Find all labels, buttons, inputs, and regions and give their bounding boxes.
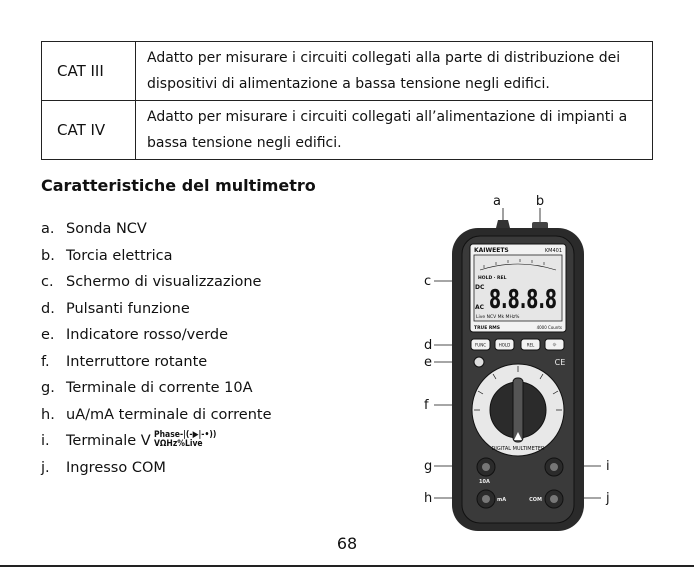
item-letter: j. [41, 459, 50, 476]
description-cell: Adatto per misurare i circuiti collegati… [135, 41, 653, 101]
hold-button [494, 338, 515, 351]
hold-button-label: HOLD [499, 343, 510, 348]
light-button [544, 338, 565, 351]
counts-label: 4000 Counts [537, 325, 562, 330]
model-label: KM401 [545, 248, 562, 254]
list-item: i. Terminale V Phase-|(-▶|-•))VΩHz%Live [41, 431, 272, 458]
item-letter: e. [41, 327, 55, 343]
dial-label: DIGITAL MULTIMETER [492, 446, 545, 452]
light-button-label: ☼ [552, 343, 556, 349]
category-cell: CAT III [41, 41, 136, 101]
callout-h: h [424, 491, 432, 506]
indicator-led-icon [473, 356, 485, 368]
callout-j: j [605, 491, 610, 506]
display-indicators: HOLD · REL [478, 275, 507, 281]
function-buttons: FUNC HOLD REL ☼ [470, 338, 565, 351]
table-row: CAT IV Adatto per misurare i circuiti co… [41, 100, 653, 160]
rel-button [520, 338, 541, 351]
terminal-10a-label: 10A [479, 479, 490, 485]
item-letter: b. [41, 247, 55, 264]
item-text: Interruttore rotante [66, 353, 208, 370]
display-dc: DC [475, 284, 485, 291]
list-item: f. Interruttore rotante [41, 352, 272, 379]
item-letter: a. [41, 221, 55, 237]
list-item: d. Pulsanti funzione [41, 299, 272, 326]
knob-pointer-icon [514, 432, 522, 440]
analog-scale [479, 259, 557, 271]
item-text: Terminale V [66, 433, 151, 449]
terminal-com-label: COM [529, 497, 542, 503]
item-text: Sonda NCV [66, 221, 147, 237]
item-text: Pulsanti funzione [66, 300, 190, 317]
terminal-symbol: Phase-|(-▶|-•))VΩHz%Live [154, 431, 216, 458]
item-letter: i. [41, 433, 50, 449]
item-text: Schermo di visualizzazione [66, 274, 262, 290]
dial-ticks [474, 366, 562, 411]
terminal-ma-socket-icon [482, 495, 490, 503]
terminal-com-socket-icon [550, 495, 558, 503]
input-terminals: 10A mA COM [476, 457, 564, 509]
rotary-knob [512, 377, 524, 443]
category-table: CAT III Adatto per misurare i circuiti c… [41, 41, 653, 160]
item-letter: f. [41, 353, 50, 370]
true-rms-label: TRUE RMS [474, 325, 500, 331]
ce-mark-icon: CE [555, 358, 566, 367]
callout-b: b [536, 194, 544, 209]
func-button-label: FUNC [475, 343, 486, 348]
item-text: Ingresso COM [66, 459, 166, 476]
terminal-10a-socket-icon [482, 463, 490, 471]
display-digits: 8.8.8.8 [489, 285, 557, 315]
category-cell: CAT IV [41, 100, 136, 160]
symbol-line-1: Phase-|(-▶|-•)) [153, 430, 217, 440]
terminal-ma-label: mA [497, 497, 506, 503]
item-text: Torcia elettrica [66, 247, 173, 264]
section-heading: Caratteristiche del multimetro [41, 176, 316, 195]
lcd-screen [473, 254, 563, 322]
item-text: Indicatore rosso/verde [66, 327, 228, 343]
list-item: b. Torcia elettrica [41, 246, 272, 273]
page-number: 68 [336, 534, 358, 553]
list-item: j. Ingresso COM [41, 458, 272, 485]
brand-logo: KAIWEETS [474, 247, 509, 254]
callout-c: c [424, 274, 431, 289]
multimeter-diagram: a b c d e f g i h j KAIWEETS KM401 HOLD … [424, 194, 610, 531]
table-row: CAT III Adatto per misurare i circuiti c… [41, 41, 653, 101]
list-item: e. Indicatore rosso/verde [41, 325, 272, 352]
item-text: uA/mA terminale di corrente [66, 406, 272, 423]
display-units: Live NCV Mk MHz% [476, 314, 520, 320]
item-letter: g. [41, 380, 55, 396]
func-button [470, 338, 491, 351]
list-item: c. Schermo di visualizzazione [41, 272, 272, 299]
display-ac: AC [475, 304, 485, 311]
item-text: Terminale di corrente 10A [66, 380, 253, 396]
callout-e: e [424, 355, 432, 370]
callout-i: i [606, 459, 610, 474]
callout-a: a [493, 194, 501, 209]
item-letter: h. [41, 406, 55, 423]
symbol-line-2: VΩHz%Live [153, 439, 203, 449]
list-item: h. uA/mA terminale di corrente [41, 405, 272, 432]
description-cell: Adatto per misurare i circuiti collegati… [135, 100, 653, 160]
item-letter: c. [41, 274, 54, 290]
list-item: g. Terminale di corrente 10A [41, 378, 272, 405]
callout-f: f [424, 398, 429, 413]
terminal-v-socket-icon [550, 463, 558, 471]
ncv-probe-icon [496, 220, 510, 228]
bottom-divider [0, 565, 694, 567]
callout-g: g [424, 459, 432, 474]
rel-button-label: REL [527, 343, 535, 348]
feature-list: a. Sonda NCV b. Torcia elettrica c. Schermo… [41, 219, 272, 484]
list-item: a. Sonda NCV [41, 219, 272, 246]
callout-d: d [424, 338, 432, 353]
item-letter: d. [41, 300, 55, 317]
